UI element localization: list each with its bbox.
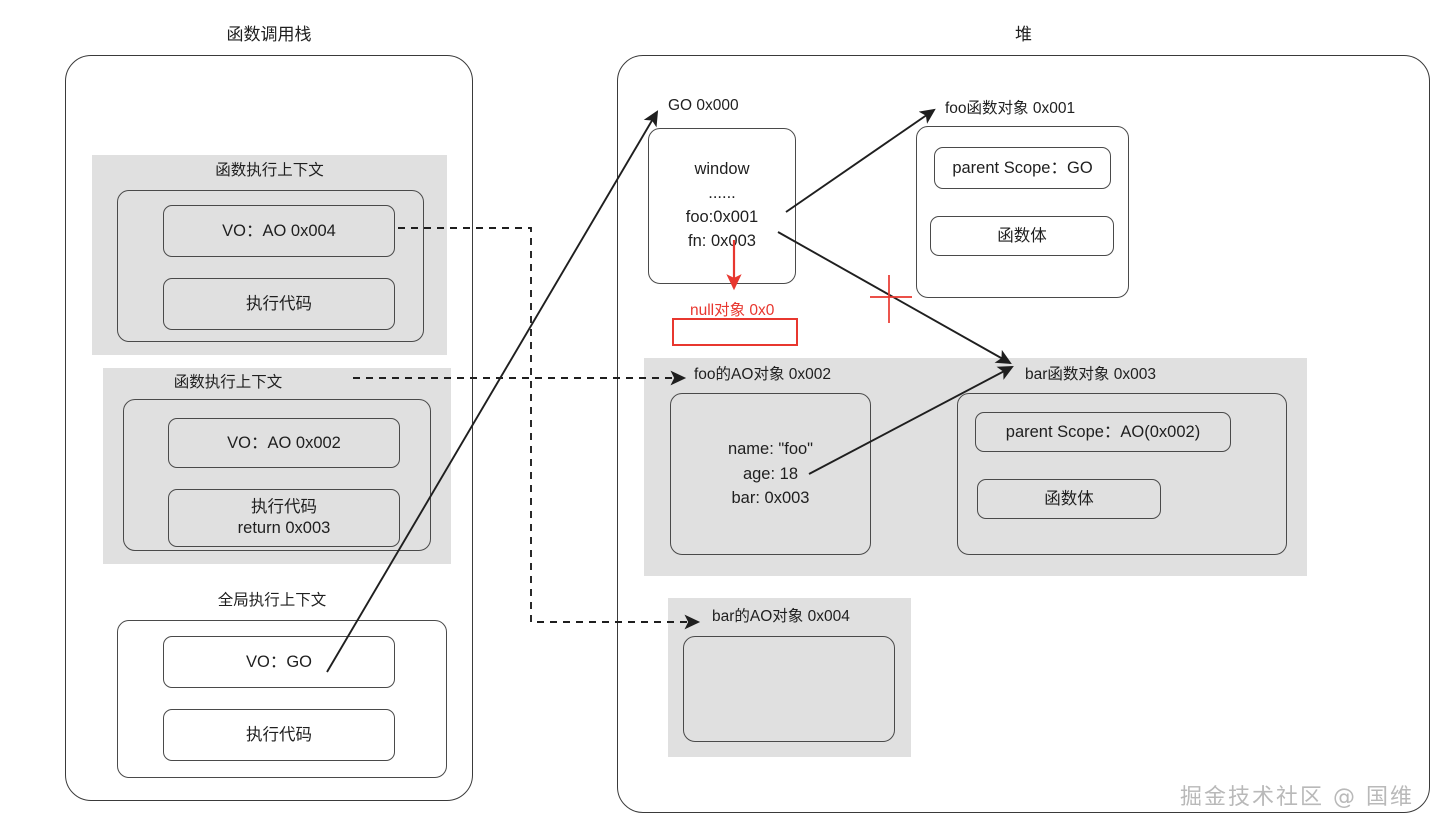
stack-frame-1-header: 函数执行上下文 <box>215 162 324 179</box>
stack-frame-1-vo: VO：AO 0x004 <box>163 205 395 257</box>
foo-ao-object-label: foo的AO对象 0x002 <box>694 366 831 383</box>
bar-ao-object-box <box>683 636 895 742</box>
null-object-label: null对象 0x0 <box>690 302 775 319</box>
stack-frame-3-vo: VO：GO <box>163 636 395 688</box>
bar-parent-scope-row: parent Scope：AO(0x002) <box>975 412 1231 452</box>
bar-function-object-label: bar函数对象 0x003 <box>1025 366 1156 383</box>
stack-frame-2-vo: VO：AO 0x002 <box>168 418 400 468</box>
stack-frame-2-header: 函数执行上下文 <box>173 374 283 391</box>
bar-ao-object-label: bar的AO对象 0x004 <box>712 608 850 625</box>
heap-title: 堆 <box>1015 25 1032 44</box>
foo-function-object-label: foo函数对象 0x001 <box>945 100 1076 117</box>
stack-frame-2-code: 执行代码 return 0x003 <box>168 489 400 547</box>
null-object-box <box>672 318 798 346</box>
stack-frame-1-code: 执行代码 <box>163 278 395 330</box>
foo-ao-object-box: name: "foo" age: 18 bar: 0x003 <box>670 393 871 555</box>
watermark: 掘金技术社区 @ 国维 <box>1180 785 1414 810</box>
stack-frame-3-code: 执行代码 <box>163 709 395 761</box>
stack-frame-3-inner <box>117 620 447 778</box>
go-object-label: GO 0x000 <box>668 97 739 114</box>
foo-function-body-row: 函数体 <box>930 216 1114 256</box>
bar-function-body-row: 函数体 <box>977 479 1161 519</box>
stack-title: 函数调用栈 <box>226 25 312 44</box>
foo-parent-scope-row: parent Scope：GO <box>934 147 1111 189</box>
stack-frame-3-header: 全局执行上下文 <box>217 592 327 609</box>
go-object-box: window ...... foo:0x001 fn: 0x003 <box>648 128 796 284</box>
